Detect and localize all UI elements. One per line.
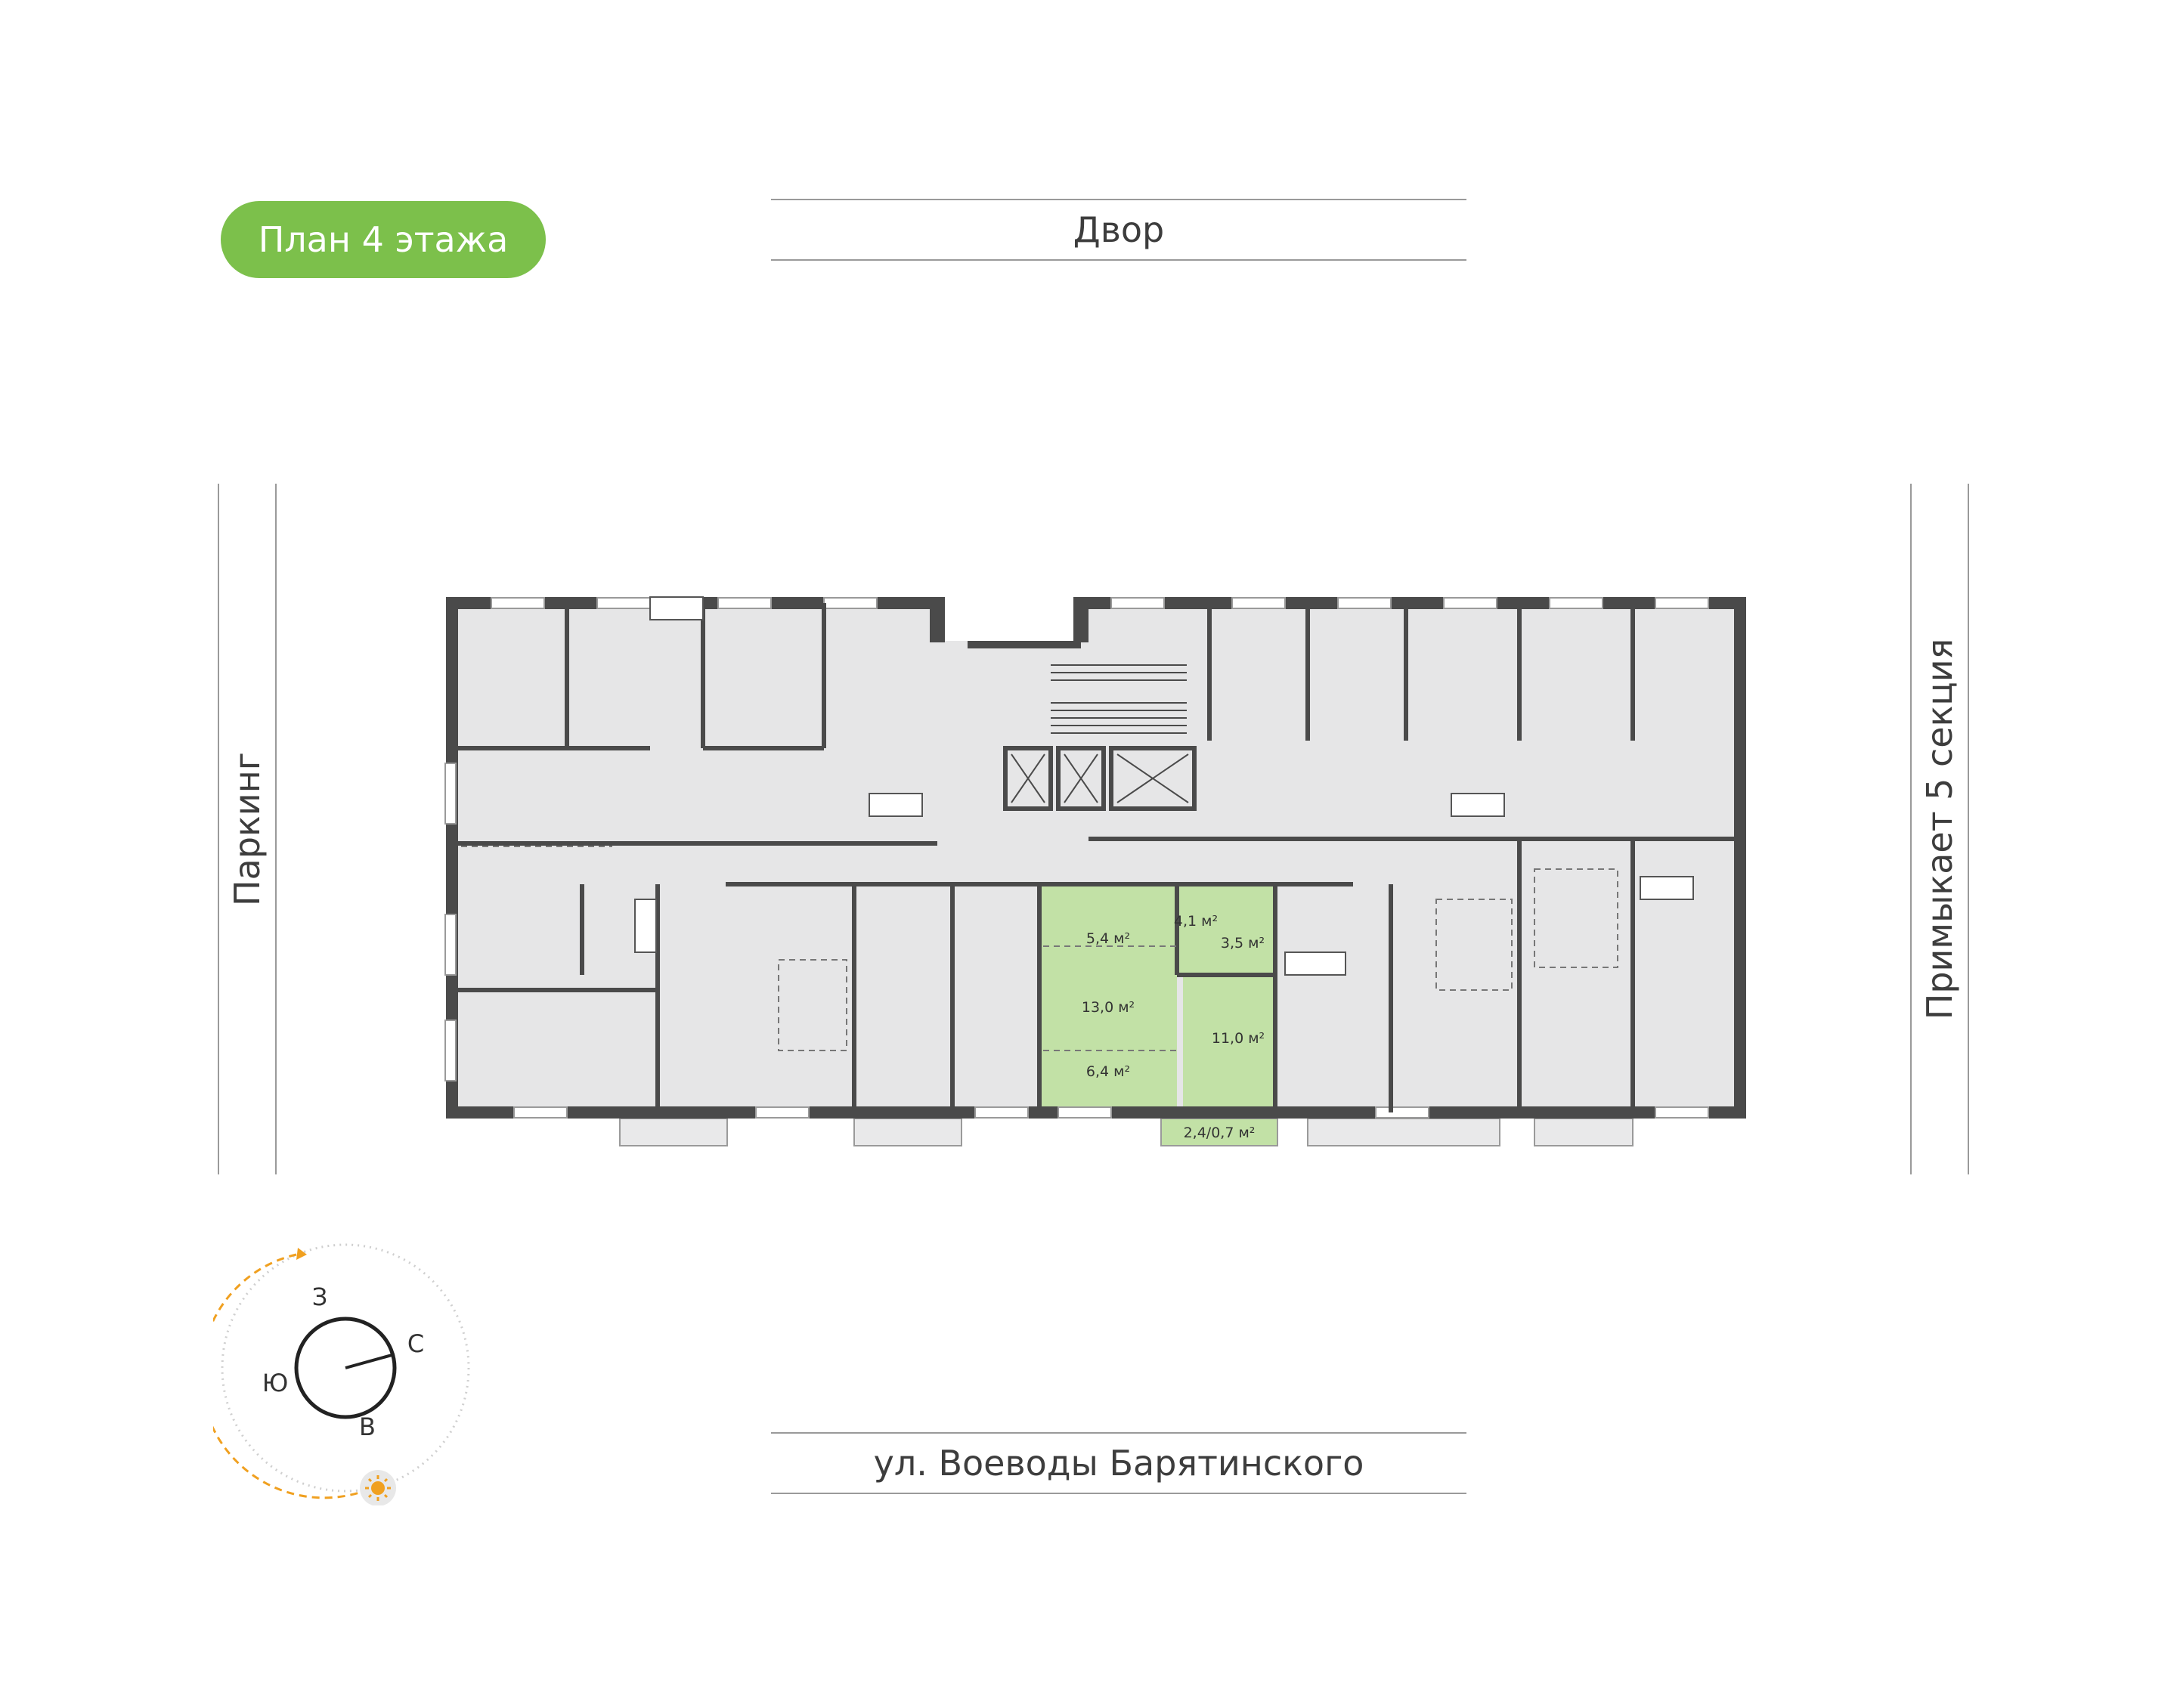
sun-path-arrow-icon — [296, 1248, 307, 1260]
compass-drawing — [213, 1243, 470, 1505]
zone-separators — [461, 846, 1618, 1051]
parking-band: Паркинг — [218, 484, 277, 1174]
interior-walls — [452, 603, 1740, 1112]
sun-icon — [360, 1470, 396, 1505]
staircase — [1051, 664, 1187, 734]
compass-west-label: З — [311, 1283, 328, 1311]
room-area-balcony: 2,4/0,7 м² — [1183, 1125, 1256, 1141]
bathroom-fixtures — [634, 596, 1694, 976]
room-area-bathroom: 3,5 м² — [1220, 935, 1265, 951]
courtyard-band: Двор — [771, 199, 1466, 261]
selected-apartment[interactable] — [1039, 884, 1278, 1146]
adjacent-section-band: Примыкает 5 секция — [1910, 484, 1969, 1174]
room-area-large: 13,0 м² — [1081, 999, 1135, 1016]
windows — [444, 597, 1709, 1119]
horizon-circle — [221, 1243, 470, 1493]
room-area-bedroom: 11,0 м² — [1211, 1030, 1265, 1047]
balconies — [619, 1118, 1634, 1146]
floor-plan-drawing — [444, 596, 1746, 1146]
elevator-shafts — [1011, 753, 1189, 803]
court-notch — [937, 597, 1081, 641]
room-area-hall: 4,1 м² — [1173, 913, 1219, 930]
floor-plan: 5,4 м² 13,0 м² 6,4 м² 4,1 м² 3,5 м² 11,0… — [444, 596, 1746, 1156]
compass-east-label: В — [359, 1413, 376, 1441]
compass: З С Ю В — [213, 1233, 478, 1505]
floor-badge[interactable]: План 4 этажа — [221, 201, 546, 278]
compass-south-label: Ю — [262, 1369, 289, 1397]
parking-label: Паркинг — [227, 752, 268, 906]
core-walls — [930, 597, 1088, 648]
compass-north-label: С — [407, 1329, 425, 1358]
street-band: ул. Воеводы Барятинского — [771, 1432, 1466, 1494]
room-area-kitchen: 5,4 м² — [1085, 930, 1131, 947]
adjacent-section-label: Примыкает 5 секция — [1919, 638, 1960, 1020]
room-area-small: 6,4 м² — [1085, 1063, 1131, 1080]
compass-needle — [345, 1353, 395, 1369]
